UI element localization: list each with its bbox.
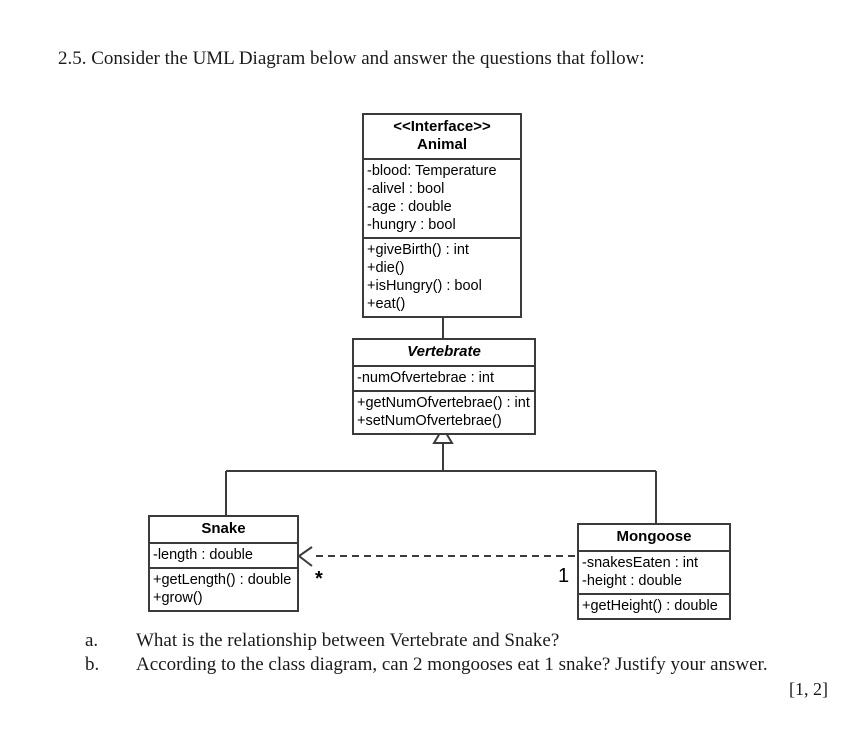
- uml-class-animal[interactable]: <<Interface>> Animal -blood: Temperature…: [362, 113, 522, 318]
- page-title: 2.5. Consider the UML Diagram below and …: [58, 48, 645, 69]
- sub-question-b-label: b.: [85, 654, 100, 675]
- uml-operation: +getNumOfvertebrae() : int: [357, 395, 530, 411]
- uml-operation: +setNumOfvertebrae(): [357, 413, 502, 429]
- marks-allocation: [1, 2]: [789, 679, 828, 699]
- uml-class-mongoose[interactable]: Mongoose -snakesEaten : int -height : do…: [577, 523, 731, 620]
- uml-operation: +eat(): [367, 296, 406, 312]
- uml-attribute: -hungry : bool: [367, 217, 456, 233]
- uml-class-snake[interactable]: Snake -length : double +getLength() : do…: [148, 515, 299, 612]
- uml-class-snake-attributes: -length : double: [150, 542, 297, 567]
- uml-attribute: -blood: Temperature: [367, 163, 497, 179]
- uml-class-animal-attributes: -blood: Temperature -alivel : bool -age …: [364, 158, 520, 237]
- uml-operation: +isHungry() : bool: [367, 278, 482, 294]
- uml-operation: +getLength() : double: [153, 572, 292, 588]
- uml-attribute: -alivel : bool: [367, 181, 445, 197]
- uml-attribute: -height : double: [582, 573, 682, 589]
- uml-class-snake-name: Snake: [201, 520, 246, 537]
- uml-class-animal-operations: +giveBirth() : int +die() +isHungry() : …: [364, 237, 520, 316]
- uml-operation: +grow(): [153, 590, 203, 606]
- uml-class-vertebrate-name: Vertebrate: [407, 343, 481, 360]
- sub-question-a-text: What is the relationship between Vertebr…: [136, 630, 560, 651]
- uml-class-vertebrate-operations: +getNumOfvertebrae() : int +setNumOfvert…: [354, 390, 534, 433]
- uml-class-vertebrate[interactable]: Vertebrate -numOfvertebrae : int +getNum…: [352, 338, 536, 435]
- uml-class-mongoose-name: Mongoose: [616, 528, 692, 545]
- uml-class-snake-operations: +getLength() : double +grow(): [150, 567, 297, 610]
- sub-question-b-text: According to the class diagram, can 2 mo…: [136, 654, 768, 675]
- uml-operation: +giveBirth() : int: [367, 242, 469, 258]
- sub-question-a-label: a.: [85, 630, 99, 651]
- uml-class-mongoose-attributes: -snakesEaten : int -height : double: [579, 550, 729, 593]
- uml-attribute: -numOfvertebrae : int: [357, 370, 494, 386]
- uml-operation: +getHeight() : double: [582, 598, 718, 614]
- uml-class-mongoose-operations: +getHeight() : double: [579, 593, 729, 618]
- uml-class-animal-name: <<Interface>> Animal: [393, 118, 491, 153]
- dependency-mongoose-to-snake: [297, 546, 575, 567]
- uml-attribute: -length : double: [153, 547, 253, 563]
- uml-attribute: -age : double: [367, 199, 452, 215]
- multiplicity-snake-end: *: [315, 568, 323, 590]
- uml-class-vertebrate-attributes: -numOfvertebrae : int: [354, 365, 534, 390]
- generalization-subclasses-to-vertebrate: [225, 426, 657, 523]
- uml-operation: +die(): [367, 260, 405, 276]
- multiplicity-mongoose-end: 1: [558, 565, 570, 587]
- uml-attribute: -snakesEaten : int: [582, 555, 699, 571]
